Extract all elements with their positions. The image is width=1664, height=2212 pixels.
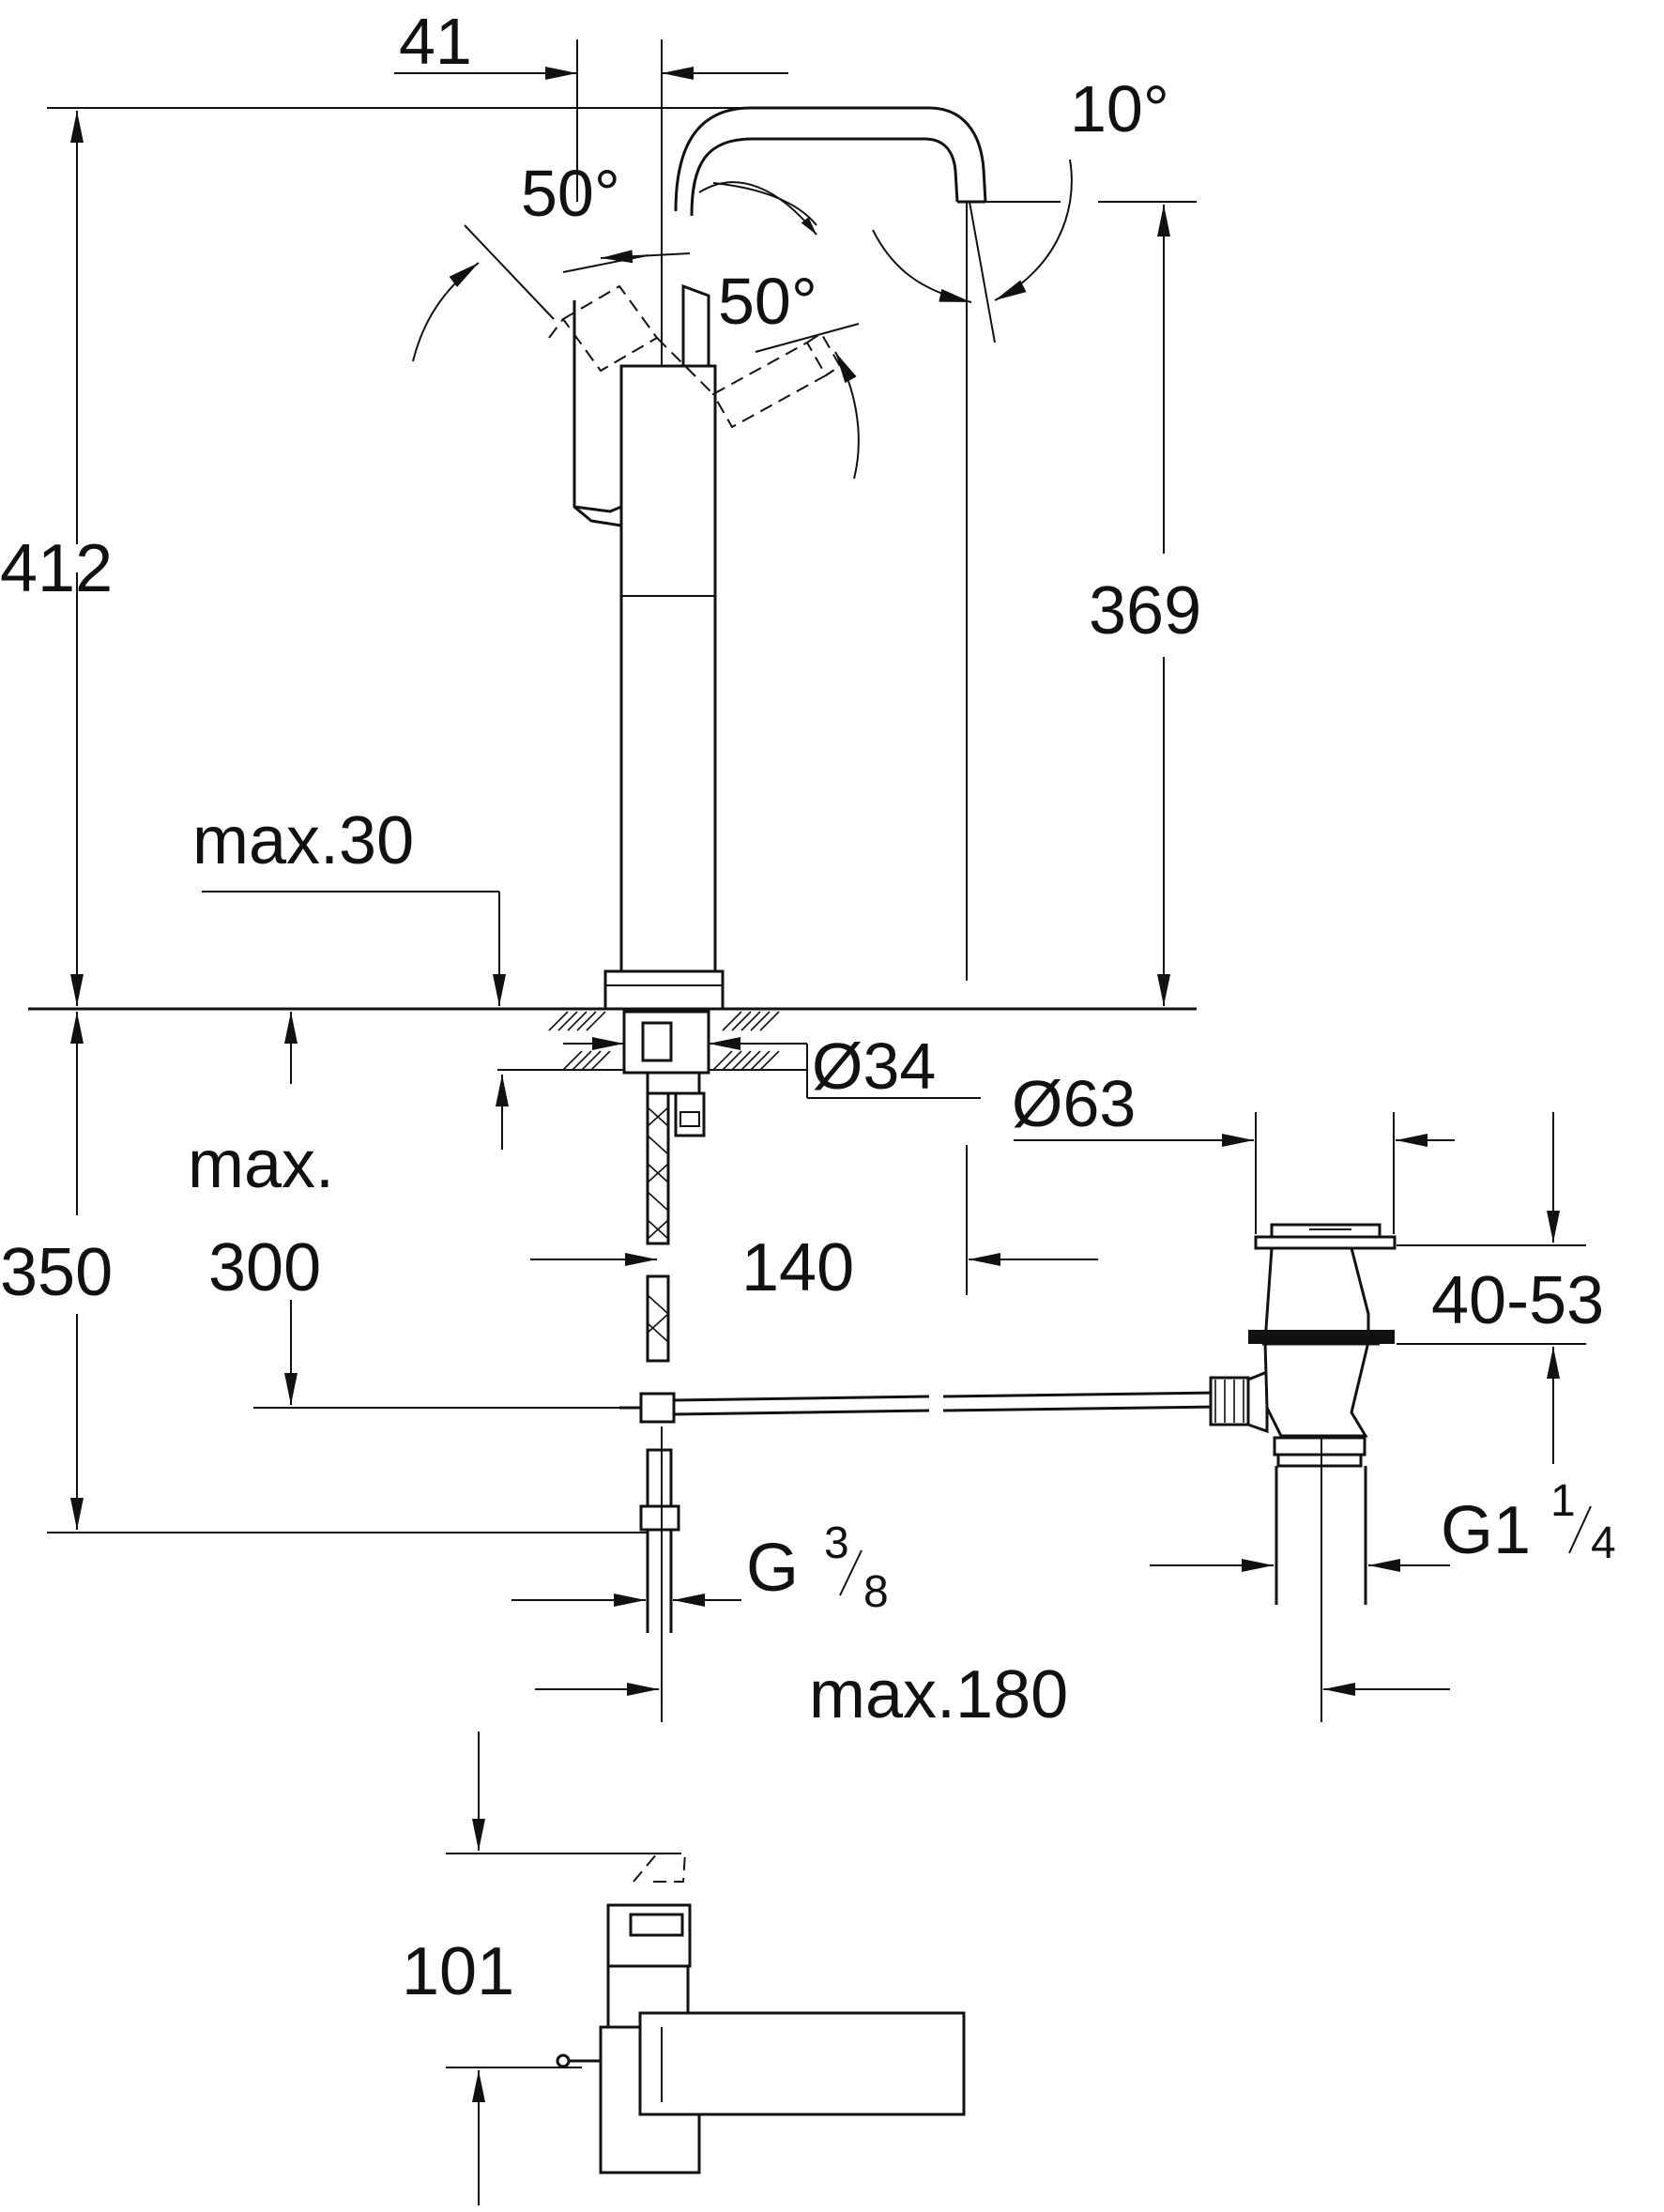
dim-412-label: 412	[0, 531, 113, 606]
dim-max300-label-2: 300	[208, 1230, 321, 1305]
dim-140: 140	[530, 1145, 1098, 1305]
dim-g38-label: G	[746, 1531, 799, 1606]
dim-41: 41	[394, 5, 788, 938]
dim-g114: G1 1 4	[1150, 1476, 1616, 1572]
angle-10-label: 10°	[1070, 72, 1169, 145]
dim-g114-num: 1	[1550, 1476, 1576, 1526]
dim-max180-label: max.180	[809, 1657, 1068, 1732]
dim-369-label: 369	[1089, 573, 1201, 648]
dim-diameter-34: Ø34	[563, 1030, 981, 1103]
dim-369: 369	[966, 201, 1201, 1006]
dim-max30: max.30	[192, 803, 506, 1006]
dim-350: 350	[0, 1012, 648, 1533]
dim-max300: max. 300	[188, 1012, 619, 1409]
angle-50-lower-label: 50°	[718, 265, 817, 338]
dim-max30-label: max.30	[192, 803, 414, 878]
angle-50-upper-label: 50°	[521, 157, 620, 230]
dim-diameter-63: Ø63	[1012, 1067, 1455, 1234]
faucet-body	[548, 106, 987, 1011]
top-view: 101	[402, 1731, 966, 2205]
dim-140-label: 140	[741, 1230, 854, 1305]
dim-40-53-label: 40-53	[1431, 1263, 1604, 1338]
dim-max180: max.180	[535, 1426, 1450, 1732]
dim-350-label: 350	[0, 1235, 113, 1310]
dim-g114-label: G1	[1441, 1493, 1531, 1568]
popup-drain	[673, 1223, 1397, 1605]
dim-101-label: 101	[402, 1934, 514, 2009]
dim-40-53: 40-53	[1397, 1112, 1604, 1464]
dim-g38-den: 8	[863, 1567, 889, 1617]
dim-g114-den: 4	[1591, 1518, 1616, 1568]
dim-41-label: 41	[399, 5, 472, 78]
dim-412: 412	[0, 107, 770, 1006]
angle-arcs: 10° 50° 50°	[412, 72, 1169, 480]
dim-diameter-34-label: Ø34	[812, 1030, 936, 1103]
dim-g38-num: 3	[824, 1518, 849, 1568]
mounting-hardware	[619, 1010, 710, 1633]
dim-g38: G 3 8	[511, 1518, 889, 1617]
dim-diameter-63-label: Ø63	[1012, 1067, 1136, 1140]
dim-max300-label-1: max.	[188, 1127, 334, 1202]
